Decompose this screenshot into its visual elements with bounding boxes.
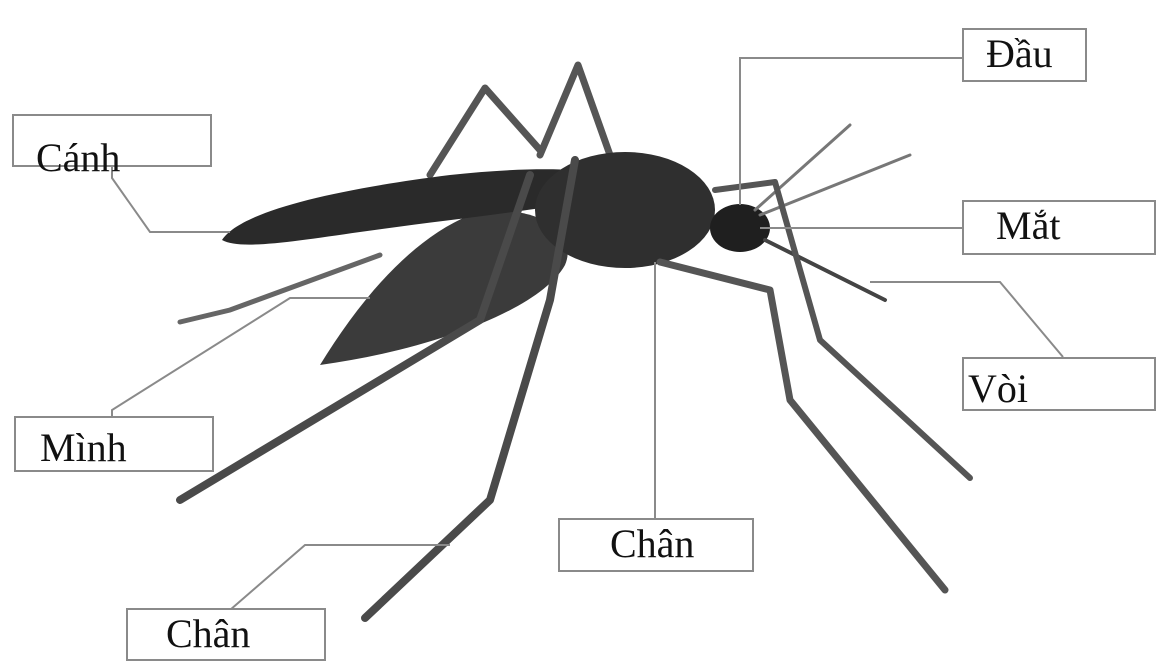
label-proboscis-text: Vòi: [968, 369, 1028, 409]
hind-leg-raised-right: [540, 65, 610, 155]
label-head-text: Đầu: [986, 34, 1053, 74]
label-leg-middle: Chân: [558, 518, 754, 572]
hind-leg-raised-left: [430, 88, 540, 175]
label-body-text: Mình: [40, 428, 127, 468]
label-eye-text: Mắt: [996, 206, 1060, 246]
label-body: Mình: [14, 416, 214, 472]
label-leg-bottom-text: Chân: [166, 614, 250, 654]
leader-line-proboscis: [870, 282, 1063, 357]
proboscis-shape: [765, 240, 885, 300]
label-proboscis: Vòi: [962, 357, 1156, 411]
rear-trailing-leg: [180, 255, 380, 322]
label-wing-text: Cánh: [36, 138, 120, 178]
label-head: Đầu: [962, 28, 1087, 82]
label-wing: Cánh: [12, 114, 212, 167]
label-leg-middle-text: Chân: [610, 524, 694, 564]
label-leg-bottom: Chân: [126, 608, 326, 661]
label-eye: Mắt: [962, 200, 1156, 255]
leader-line-leg-bottom: [230, 545, 450, 610]
leader-line-wing: [112, 165, 230, 232]
